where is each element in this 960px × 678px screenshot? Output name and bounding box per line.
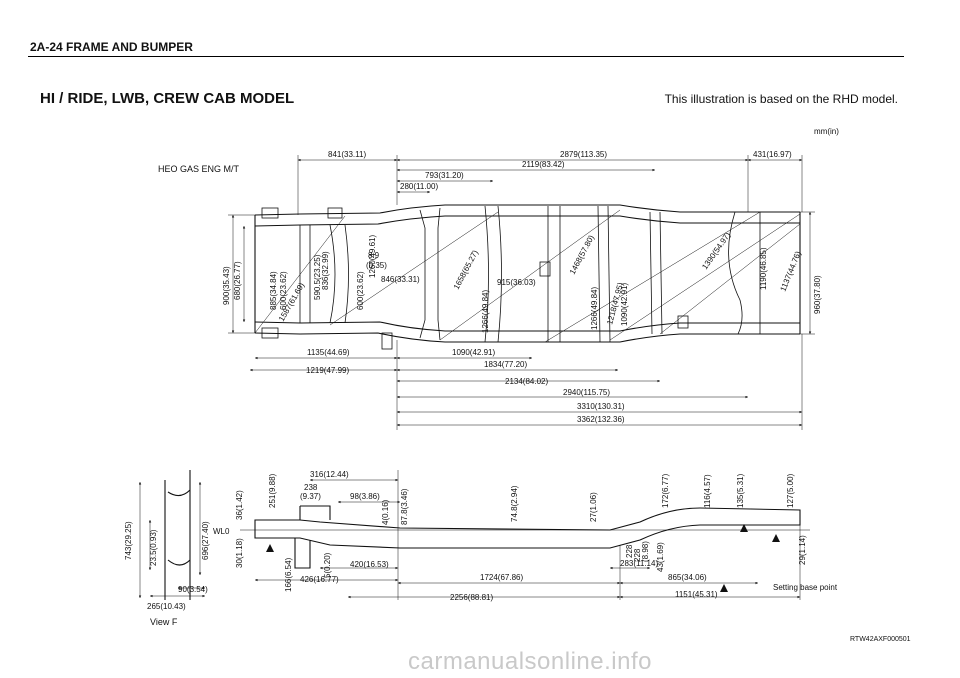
dim-172: 172(6.77)	[661, 473, 670, 508]
dim-1090-horiz: 1090(42.91)	[452, 348, 495, 357]
dim-793: 793(31.20)	[425, 171, 464, 180]
dim-3310: 3310(130.31)	[577, 402, 625, 411]
dim-1151: 1151(45.31)	[675, 590, 718, 599]
dim-680: 680(26.77)	[233, 261, 242, 300]
dim-265: 265(10.43)	[147, 602, 186, 611]
dim-98: 98(3.86)	[350, 492, 380, 501]
dim-29: 29(1.14)	[798, 535, 807, 565]
top-view	[228, 155, 815, 430]
wl0-label: WL0	[213, 527, 230, 536]
watermark: carmanualsonline.info	[408, 648, 652, 675]
dim-960: 960(37.80)	[813, 275, 822, 314]
dim-836: 836(32.99)	[321, 251, 330, 290]
dim-590-5: 590.5(23.25)	[313, 254, 322, 300]
dim-135: 135(5.31)	[736, 473, 745, 508]
view-f-labels: 743(29.25) 23.5(0.93) 696(27.40) 90(3.54…	[124, 521, 210, 627]
dim-90: 90(3.54)	[178, 585, 208, 594]
dim-1266-b: 1266(49.84)	[590, 287, 599, 330]
dim-166: 166(6.54)	[284, 557, 293, 592]
dim-431: 431(16.97)	[753, 150, 792, 159]
dim-2940: 2940(115.75)	[563, 388, 610, 397]
dim-4: 4(0.16)	[381, 499, 390, 525]
dim-8-98: (8.98)	[641, 541, 650, 562]
dim-1468: 1468(57.80)	[568, 233, 596, 276]
dim-600-a: 600(23.62)	[279, 271, 288, 310]
dim-3362: 3362(132.36)	[577, 415, 625, 424]
model-title: HI / RIDE, LWB, CREW CAB MODEL	[40, 90, 295, 107]
legend-text: Setting base point	[773, 583, 838, 592]
dim-1266-a: 1266(49.84)	[481, 290, 490, 333]
dim-600-b: 600(23.62)	[356, 271, 365, 310]
dim-1260: 1260(49.61)	[368, 235, 377, 278]
dim-2879: 2879(113.35)	[560, 150, 607, 159]
dim-30: 30(1.18)	[235, 538, 244, 568]
dim-283: 283(11.14)	[620, 559, 658, 568]
dim-2134: 2134(84.02)	[505, 377, 548, 386]
dim-743: 743(29.25)	[124, 521, 133, 560]
dim-9-37: (9.37)	[300, 492, 321, 501]
header-rule	[28, 56, 904, 57]
dim-238: 238	[304, 483, 318, 492]
dim-36: 36(1.42)	[235, 490, 244, 520]
dim-8-9: 8.9	[368, 251, 380, 260]
rhd-note: This illustration is based on the RHD mo…	[664, 92, 898, 106]
side-view-labels: 316(12.44) 238 (9.37) 98(3.86) WL0 420(1…	[213, 470, 838, 602]
dim-0-35: (0.35)	[366, 261, 387, 270]
dim-27: 27(1.06)	[589, 492, 598, 522]
page-header: 2A-24 FRAME AND BUMPER	[30, 40, 193, 54]
dim-1190: 1190(46.85)	[759, 247, 768, 290]
figure-code: RTW42AXF000501	[850, 636, 911, 643]
view-f-label: View F	[150, 617, 178, 627]
cross-members	[299, 205, 761, 343]
engine-label: HEO GAS ENG M/T	[158, 164, 240, 174]
dim-43: 43(1.69)	[656, 542, 665, 572]
dim-280: 280(11.00)	[400, 182, 438, 191]
dim-420: 420(16.53)	[350, 560, 389, 569]
frame-rails	[254, 204, 801, 343]
dim-2256: 2256(88.81)	[450, 593, 493, 602]
dim-846: 846(33.31)	[381, 275, 420, 284]
dim-696: 696(27.40)	[201, 521, 210, 560]
dim-1135: 1135(44.69)	[307, 348, 350, 357]
setting-base-points	[266, 524, 780, 592]
dim-251: 251(9.88)	[268, 473, 277, 508]
dim-228-a: 228	[633, 548, 642, 562]
brackets	[261, 207, 689, 350]
dim-23-5: 23.5(0.93)	[149, 529, 158, 566]
dim-127: 127(5.00)	[786, 473, 795, 508]
dim-1834: 1834(77.20)	[484, 360, 527, 369]
dim-5: 5(0.20)	[323, 552, 332, 578]
top-view-labels: HEO GAS ENG M/T 841(33.11) 2879(113.35) …	[158, 150, 822, 424]
dim-915: 915(36.03)	[497, 278, 536, 287]
dim-426: 426(16.77)	[300, 575, 339, 584]
dim-1090-vert: 1090(42.91)	[620, 283, 629, 326]
unit-label: mm(in)	[814, 127, 839, 136]
dim-1390: 1390(54.97)	[700, 230, 732, 271]
top-dim-lines	[228, 155, 815, 430]
side-dim-lines	[138, 470, 810, 600]
dim-116: 116(4.57)	[703, 474, 712, 508]
dim-841: 841(33.11)	[328, 150, 366, 159]
dim-865: 865(34.06)	[668, 573, 707, 582]
dim-900: 900(35.43)	[222, 266, 231, 305]
dim-316: 316(12.44)	[310, 470, 349, 479]
dim-1658: 1658(65.27)	[452, 248, 480, 291]
dim-228-b: 228	[625, 544, 634, 558]
diagonal-lines	[254, 209, 801, 343]
dim-1137: 1137(44.76)	[779, 250, 803, 293]
dim-74-8: 74.8(2.94)	[510, 485, 519, 522]
dim-1724: 1724(67.86)	[480, 573, 523, 582]
side-view	[138, 470, 810, 600]
dim-1219: 1219(47.99)	[306, 366, 349, 375]
dim-87-8: 87.8(3.46)	[400, 488, 409, 525]
dim-885: 885(34.84)	[269, 271, 278, 310]
dim-2119: 2119(83.42)	[522, 160, 565, 169]
